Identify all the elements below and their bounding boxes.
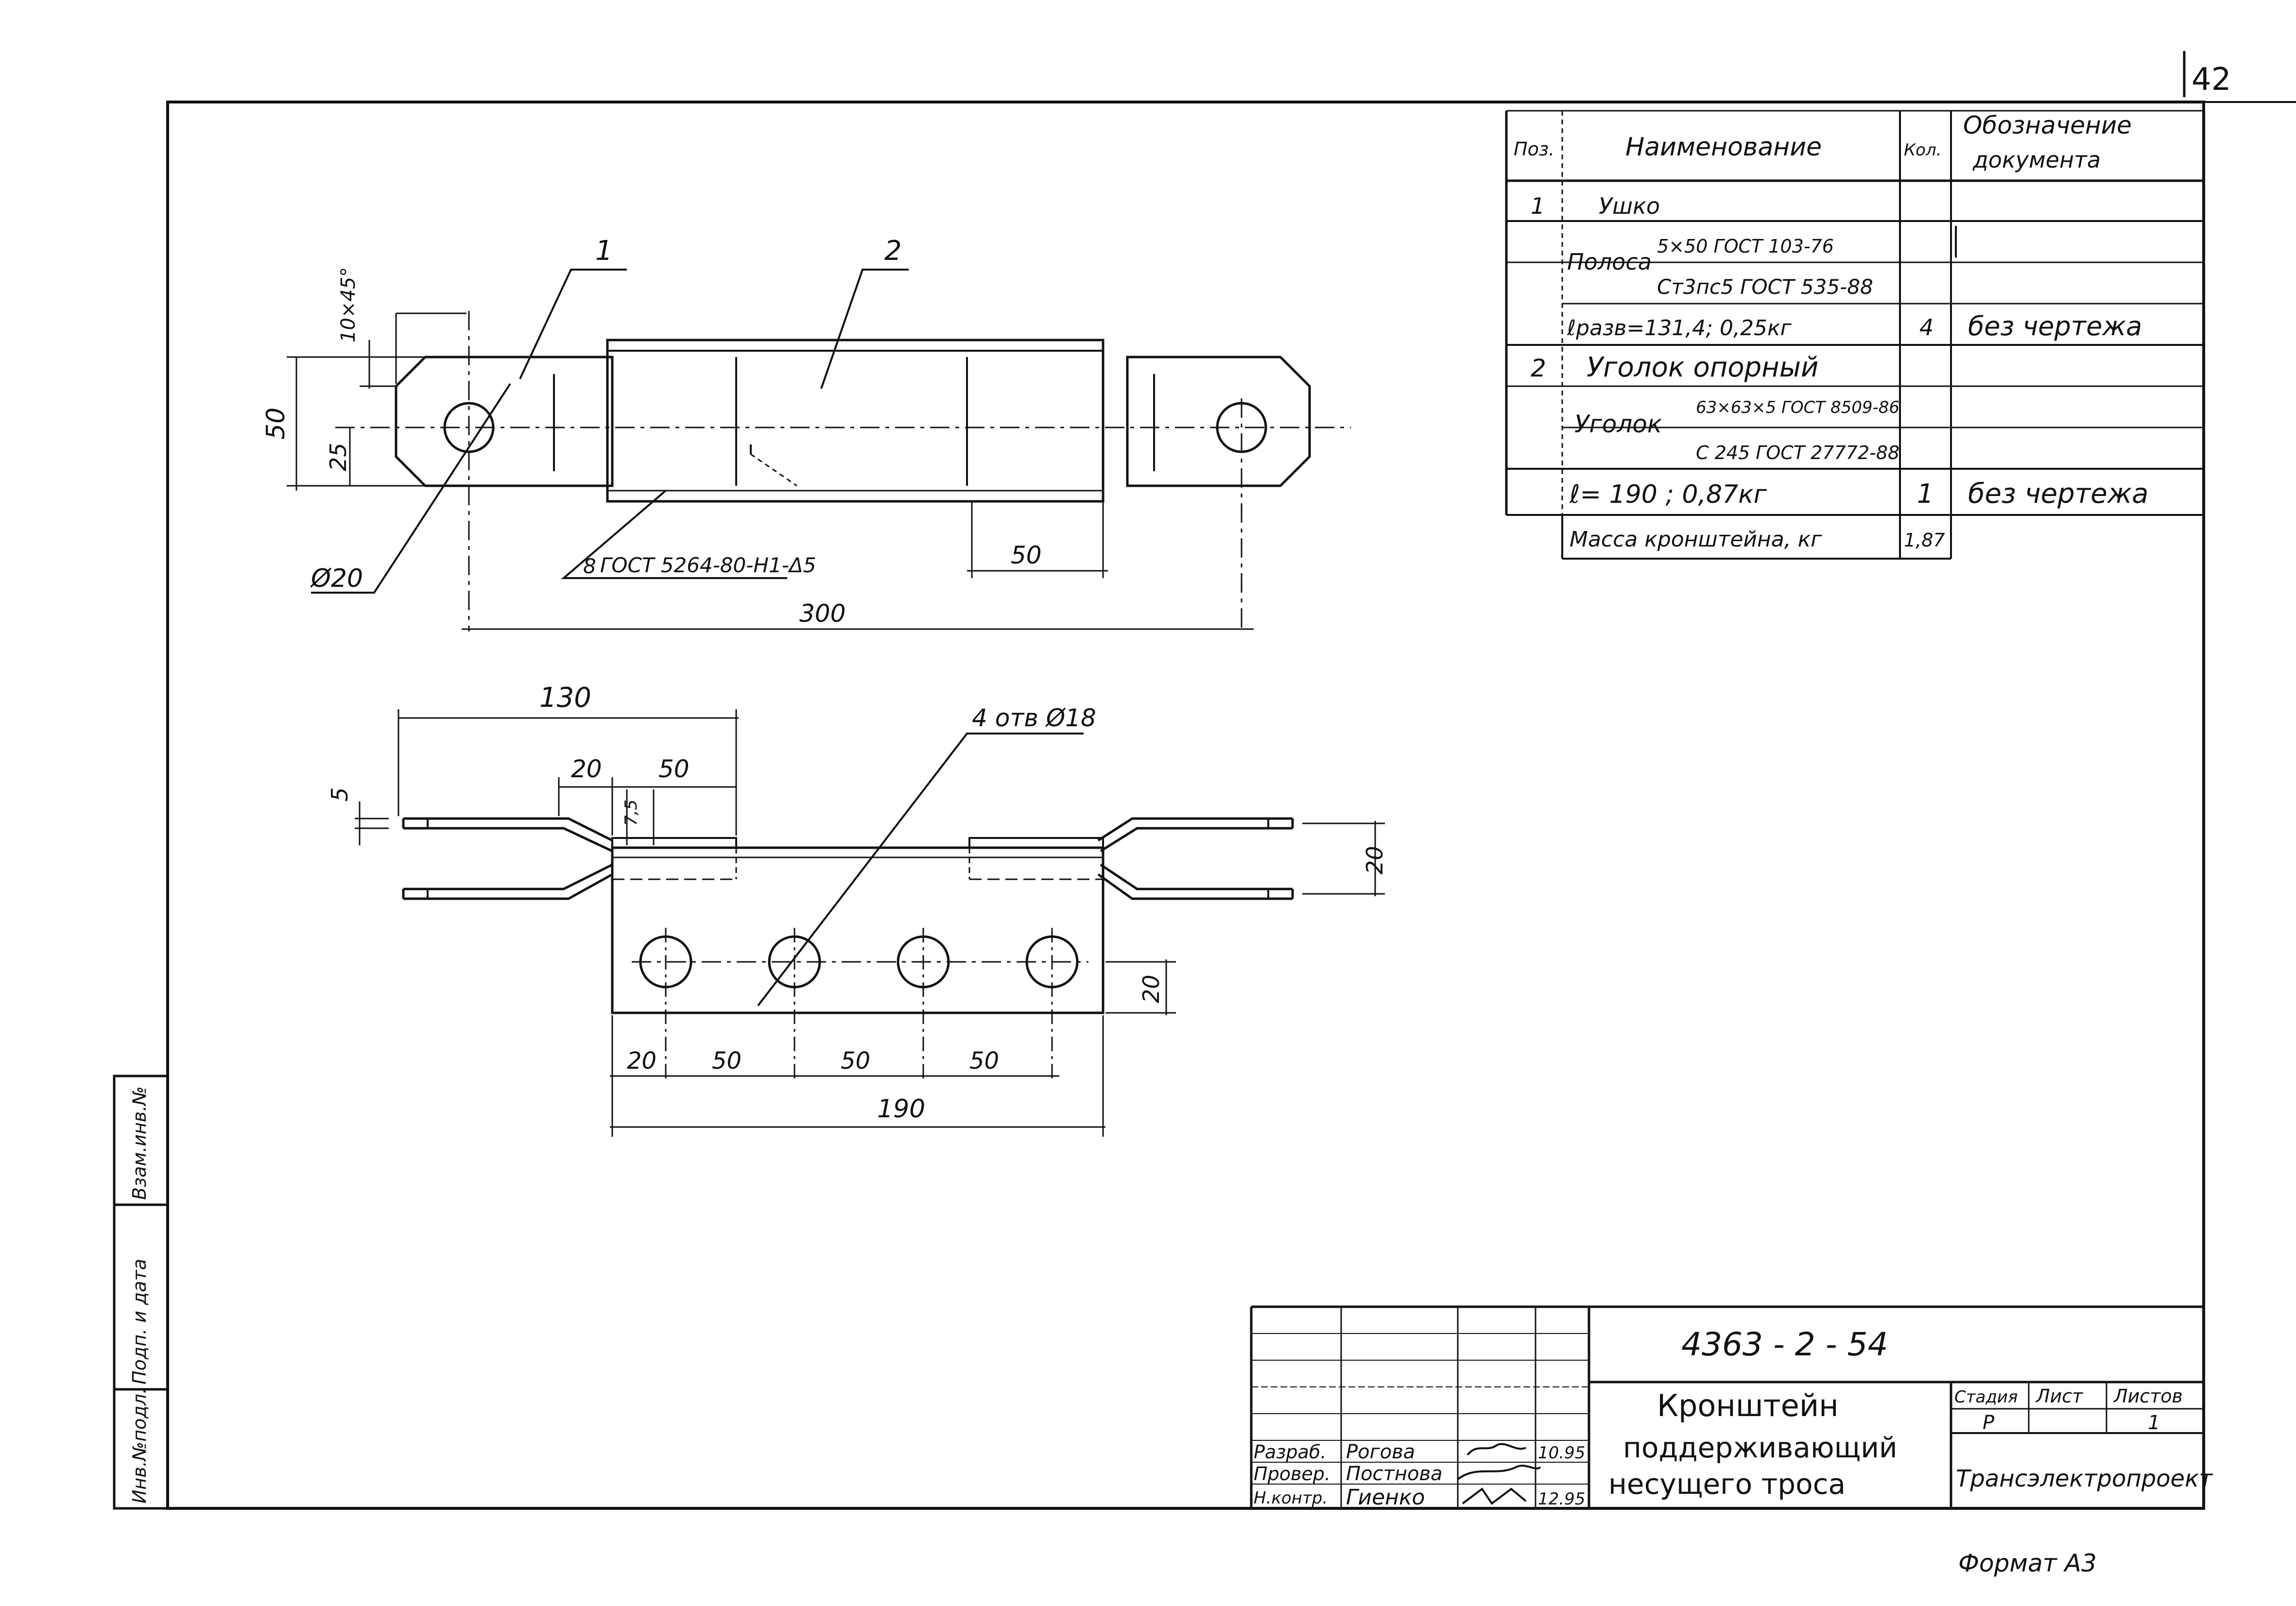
dim-25: 25 bbox=[325, 443, 351, 471]
dim-20-right: 20 bbox=[1362, 846, 1388, 874]
row6-doc: без чертежа bbox=[1968, 478, 2149, 510]
dim-50-angle: 50 bbox=[1011, 541, 1042, 569]
header-doc-line2: документа bbox=[1972, 147, 2101, 173]
stamp-inv-podl: Инв.№подл. bbox=[129, 1388, 150, 1503]
sheet-label: Лист bbox=[2035, 1385, 2084, 1407]
dim-300: 300 bbox=[799, 599, 846, 628]
holes-note: 4 отв Ø18 bbox=[972, 704, 1096, 732]
title-line2: поддерживающий bbox=[1623, 1431, 1898, 1464]
stage-label: Стадия bbox=[1954, 1387, 2018, 1407]
date-nkontr: 12.95 bbox=[1538, 1489, 1585, 1509]
dim-20-base: 20 bbox=[627, 1047, 656, 1075]
stage-value: Р bbox=[1983, 1412, 1995, 1434]
header-qty: Кол. bbox=[1904, 140, 1941, 160]
title-line3: несущего троса bbox=[1608, 1468, 1846, 1501]
stamp-podp-data: Подп. и дата bbox=[129, 1259, 150, 1384]
dim-20-top: 20 bbox=[571, 755, 602, 783]
dim-190: 190 bbox=[877, 1094, 925, 1124]
row3-doc: без чертежа bbox=[1968, 311, 2142, 342]
top-view: 1 2 10×45° 50 25 Ø20 8 ГОСТ 5264-80-Н1-Δ… bbox=[261, 235, 1351, 632]
row5-frac-top: 63×63×5 ГОСТ 8509-86 bbox=[1696, 398, 1899, 417]
dim-50-c: 50 bbox=[969, 1047, 999, 1075]
row3-qty: 4 bbox=[1919, 314, 1933, 341]
title-block: 4363 - 2 - 54 Кронштейн поддерживающий н… bbox=[1250, 1305, 2213, 1510]
role-nkontr: Н.контр. bbox=[1254, 1488, 1328, 1508]
header-pos: Поз. bbox=[1514, 138, 1554, 160]
row5-frac-bottom: С 245 ГОСТ 27772-88 bbox=[1696, 442, 1899, 463]
leader-1-label: 1 bbox=[595, 235, 613, 267]
name-prover: Постнова bbox=[1346, 1463, 1443, 1485]
stamp-vzam-inv: Взам.инв.№ bbox=[129, 1086, 150, 1200]
date-razrab: 10.95 bbox=[1538, 1443, 1585, 1463]
weld-size: 8 bbox=[583, 554, 596, 578]
row5-name: Уголок bbox=[1574, 410, 1662, 438]
signature-prover bbox=[1457, 1465, 1541, 1480]
row1-pos: 1 bbox=[1531, 193, 1545, 219]
hole-dia-label: Ø20 bbox=[310, 564, 363, 593]
chamfer-dim: 10×45° bbox=[337, 267, 360, 342]
name-nkontr: Гиенко bbox=[1346, 1485, 1425, 1510]
sheets-label: Листов bbox=[2113, 1385, 2183, 1407]
row6-name: ℓ= 190 ; 0,87кг bbox=[1569, 480, 1767, 509]
bottom-view: 130 20 50 7,5 5 4 отв Ø18 20 20 20 bbox=[327, 682, 1388, 1137]
header-name: Наименование bbox=[1625, 133, 1822, 162]
dim-20-hole: 20 bbox=[1138, 974, 1164, 1003]
row7-qty: 1,87 bbox=[1904, 530, 1945, 551]
role-razrab: Разраб. bbox=[1254, 1441, 1326, 1463]
dim-50-a: 50 bbox=[712, 1047, 742, 1075]
row2-frac-top: 5×50 ГОСТ 103-76 bbox=[1657, 236, 1834, 257]
format-label: Формат А3 bbox=[1958, 1549, 2097, 1577]
row4-name: Уголок опорный bbox=[1587, 352, 1818, 383]
signature-razrab bbox=[1467, 1443, 1526, 1456]
page-number: 42 bbox=[2192, 62, 2231, 98]
row3-name: ℓразв=131,4; 0,25кг bbox=[1567, 316, 1792, 341]
sheets-value: 1 bbox=[2148, 1412, 2160, 1434]
row4-pos: 2 bbox=[1531, 354, 1546, 382]
row1-name: Ушко bbox=[1599, 193, 1660, 219]
dim-5: 5 bbox=[327, 787, 353, 802]
title-line1: Кронштейн bbox=[1657, 1388, 1839, 1423]
role-prover: Провер. bbox=[1254, 1463, 1330, 1485]
leader-2-label: 2 bbox=[884, 235, 902, 267]
dim-50-b: 50 bbox=[841, 1047, 870, 1075]
dim-130: 130 bbox=[539, 682, 591, 714]
drawing-frame bbox=[166, 101, 2205, 1510]
dim-50-left: 50 bbox=[261, 408, 291, 440]
side-stamps: Инв.№подл. Подп. и дата Взам.инв.№ bbox=[113, 1075, 169, 1510]
row2-frac-bottom: Ст3пс5 ГОСТ 535-88 bbox=[1657, 275, 1873, 299]
row2-name: Полоса bbox=[1567, 249, 1652, 275]
organization: Трансэлектропроект bbox=[1956, 1465, 2213, 1492]
row7-name: Масса кронштейна, кг bbox=[1570, 527, 1822, 552]
signature-nkontr bbox=[1462, 1487, 1527, 1505]
weld-note: ГОСТ 5264-80-Н1-Δ5 bbox=[600, 553, 816, 577]
header-doc-line1: Обозначение bbox=[1963, 111, 2132, 139]
spec-table: Поз. Наименование Кол. Обозначение докум… bbox=[1505, 110, 2204, 560]
dim-7-5: 7,5 bbox=[621, 800, 641, 826]
name-razrab: Рогова bbox=[1346, 1441, 1415, 1463]
row6-qty: 1 bbox=[1917, 478, 1933, 509]
doc-code: 4363 - 2 - 54 bbox=[1681, 1326, 1888, 1363]
dim-50-top: 50 bbox=[658, 755, 690, 783]
